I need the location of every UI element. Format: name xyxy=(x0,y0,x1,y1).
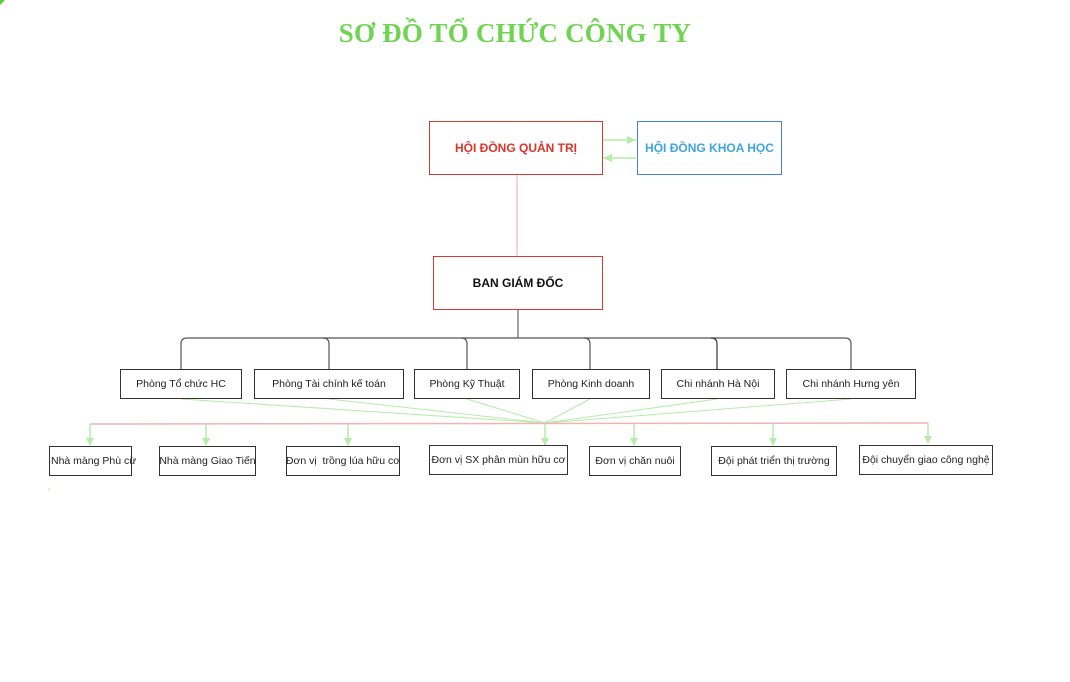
board-of-directors-label: HỘI ĐỒNG QUẢN TRỊ xyxy=(455,141,577,155)
department-box: Chi nhánh Hưng yên xyxy=(786,369,916,399)
department-box: Phòng Tài chính kế toán xyxy=(254,369,404,399)
department-box: Phòng Kinh doanh xyxy=(532,369,650,399)
corner-marker xyxy=(0,0,5,5)
unit-box: Đội chuyển giao công nghệ xyxy=(859,445,993,475)
branch-ky-thuat xyxy=(460,337,468,370)
connector-green xyxy=(544,398,852,424)
unit-box: Đội phát triển thị trường xyxy=(711,446,837,476)
connector-green xyxy=(180,398,546,424)
unit-label: Đội chuyển giao công nghệ xyxy=(862,454,990,466)
page-title: SƠ ĐỒ TỔ CHỨC CÔNG TY xyxy=(338,18,692,48)
unit-box: Đơn vị trồng lúa hữu cơ xyxy=(286,446,400,476)
department-box: Phòng Kỹ Thuật xyxy=(414,369,520,399)
branch-ha-noi xyxy=(710,337,718,370)
board-of-directors-box: HỘI ĐỒNG QUẢN TRỊ xyxy=(429,121,603,175)
org-bus xyxy=(180,337,852,370)
unit-label: Đơn vị chăn nuôi xyxy=(595,455,675,467)
department-label: Phòng Kỹ Thuật xyxy=(429,378,505,390)
connector-green xyxy=(544,398,718,424)
unit-label: Đội phát triển thị trường xyxy=(718,455,830,467)
science-council-label: HỘI ĐỒNG KHOA HỌC xyxy=(645,141,774,155)
connector-green xyxy=(544,398,591,424)
department-box: Phòng Tổ chức HC xyxy=(120,369,242,399)
unit-label: Nhà màng Giao Tiến xyxy=(159,455,256,467)
branch-tc-kt xyxy=(322,337,330,370)
unit-box: Đơn vị chăn nuôi xyxy=(589,446,681,476)
department-box: Chi nhánh Hà Nội xyxy=(661,369,775,399)
department-label: Phòng Tổ chức HC xyxy=(136,378,226,390)
unit-label: Đơn vị SX phân mùn hữu cơ xyxy=(431,454,566,466)
unit-box: Nhà màng Phù cừ xyxy=(49,446,136,476)
unit-label: Nhà màng Phù cừ xyxy=(51,455,137,467)
unit-box: Nhà màng Giao Tiến xyxy=(159,446,256,476)
department-label: Chi nhánh Hà Nội xyxy=(676,378,760,390)
branch-kinh-doanh xyxy=(583,337,591,370)
unit-box: Đơn vị SX phân mùn hữu cơ xyxy=(429,445,568,475)
executive-board-label: BAN GIÁM ĐỐC xyxy=(472,276,564,290)
connector-green xyxy=(328,398,546,424)
department-label: Chi nhánh Hưng yên xyxy=(802,378,900,390)
executive-board-box: BAN GIÁM ĐỐC xyxy=(433,256,603,310)
unit-bus xyxy=(89,422,929,425)
unit-label: Đơn vị trồng lúa hữu cơ xyxy=(285,455,401,467)
science-council-box: HỘI ĐỒNG KHOA HỌC xyxy=(637,121,782,175)
connector-green xyxy=(466,398,546,424)
department-label: Phòng Tài chính kế toán xyxy=(272,378,386,390)
department-label: Phòng Kinh doanh xyxy=(547,378,635,390)
